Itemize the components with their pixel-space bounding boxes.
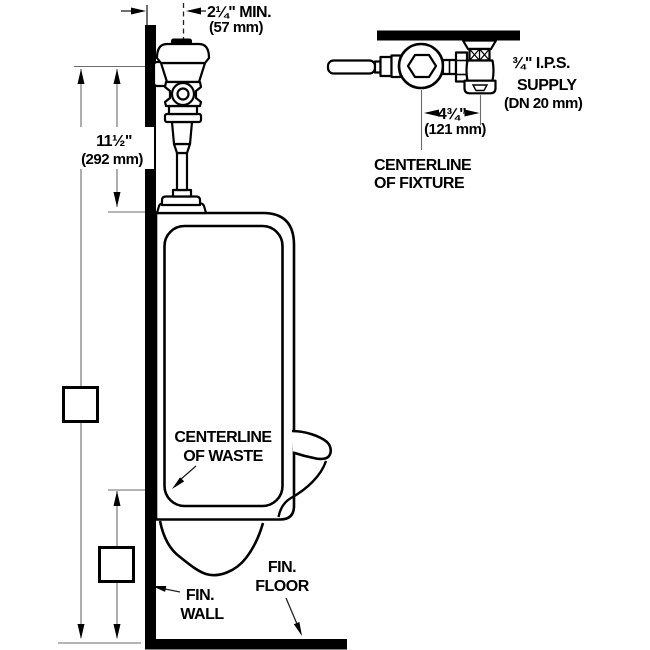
centerline-of-waste-line2: OF WASTE bbox=[183, 448, 263, 465]
fin-wall-line1: FIN. bbox=[186, 587, 214, 604]
urinal-bowl-profile bbox=[277, 460, 328, 518]
urinal-trap bbox=[158, 520, 265, 577]
flush-tube bbox=[175, 151, 189, 192]
outlet-flange bbox=[163, 112, 203, 124]
fin-floor-label: FIN. FLOOR bbox=[255, 559, 310, 636]
centerline-of-fixture-line2: OF FIXTURE bbox=[374, 175, 465, 192]
leader-line-floor bbox=[285, 597, 298, 625]
centerline-of-waste-line1: CENTERLINE bbox=[174, 429, 272, 446]
urinal-inner-rim bbox=[163, 224, 284, 508]
fin-wall-line2: WALL bbox=[180, 606, 224, 623]
urinal-front-lip bbox=[291, 429, 333, 461]
finished-wall bbox=[145, 25, 156, 649]
arrowhead-down-valve-height bbox=[113, 192, 121, 207]
supply-label-line1: ¾" I.P.S. bbox=[512, 55, 570, 72]
leader-arrow-floor bbox=[293, 622, 302, 636]
side-view: 2¼" MIN. (57 mm) 11½" (292 mm) bbox=[58, 3, 347, 650]
arrowhead-left bbox=[424, 109, 439, 117]
tube-taper bbox=[172, 142, 192, 155]
valve-body-taper bbox=[159, 61, 207, 84]
dim-value-box-upper bbox=[62, 386, 99, 423]
fin-floor-line2: FLOOR bbox=[255, 578, 309, 595]
supply-label: ¾" I.P.S. SUPPLY (DN 20 mm) bbox=[504, 55, 583, 112]
plan-wall bbox=[377, 30, 520, 41]
height-dim-metric: (292 mm) bbox=[81, 151, 143, 168]
coupling-nut bbox=[167, 104, 199, 116]
arrowhead-down-waste bbox=[113, 624, 121, 639]
fin-floor-line1: FIN. bbox=[268, 559, 296, 576]
stop-body bbox=[465, 59, 495, 82]
arrowhead-up-valve-height bbox=[113, 69, 121, 84]
label-mask bbox=[76, 127, 154, 169]
dim-value-box-lower bbox=[98, 546, 135, 583]
supply-escutcheon bbox=[461, 39, 498, 51]
arrowhead-up-waste bbox=[113, 491, 121, 506]
flushometer-valve-side bbox=[152, 38, 211, 215]
tube-upper bbox=[170, 120, 194, 146]
handle-coupling bbox=[379, 55, 393, 78]
spud-flange bbox=[160, 195, 202, 207]
fixture-offset-dim-value: 4¾" bbox=[438, 106, 466, 123]
stop-cap-detail bbox=[471, 84, 489, 92]
centerline-of-fixture-label: CENTERLINE OF FIXTURE bbox=[374, 157, 473, 192]
valve-bonnet bbox=[155, 42, 211, 65]
arrowhead-up-outer bbox=[77, 69, 85, 84]
leader-line-waste bbox=[179, 465, 197, 481]
wall-offset-dim-metric: (57 mm) bbox=[209, 19, 264, 36]
handle-grip bbox=[326, 59, 377, 75]
finished-floor bbox=[145, 639, 347, 650]
arrowhead-down-outer bbox=[77, 624, 85, 639]
thread-hatch bbox=[469, 48, 490, 61]
arrowhead-right bbox=[131, 7, 146, 15]
arrowhead-right bbox=[464, 109, 480, 117]
supply-label-line3: (DN 20 mm) bbox=[504, 95, 583, 112]
leader-arrow-wall bbox=[152, 586, 167, 592]
fin-wall-label: FIN. WALL bbox=[152, 586, 225, 623]
valve-cap bbox=[171, 38, 192, 45]
arrowhead-left bbox=[186, 7, 201, 15]
supply-stop-assembly bbox=[441, 39, 498, 95]
height-dim-value: 11½" bbox=[96, 133, 132, 150]
centerline-of-waste-label: CENTERLINE OF WASTE bbox=[172, 429, 273, 489]
leader-arrow-waste bbox=[172, 477, 185, 489]
valve-hex-cap bbox=[406, 53, 438, 79]
urinal bbox=[154, 211, 333, 577]
dim-wall-offset: 2¼" MIN. (57 mm) bbox=[121, 3, 272, 97]
dim-fixture-offset: 4¾" (121 mm) bbox=[420, 90, 487, 150]
plan-view: 4¾" (121 mm) ¾" I.P.S. SUPPLY (DN 20 mm)… bbox=[326, 30, 583, 192]
dim-valve-height-label: 11½" (292 mm) bbox=[76, 127, 154, 169]
centerline-of-fixture-line1: CENTERLINE bbox=[374, 157, 472, 174]
wall-offset-dim-value: 2¼" MIN. bbox=[207, 4, 271, 21]
valve-handle bbox=[326, 54, 402, 79]
fixture-offset-dim-metric: (121 mm) bbox=[424, 121, 486, 138]
supply-label-line2: SUPPLY bbox=[517, 77, 577, 94]
handle-socket-inner bbox=[176, 87, 190, 101]
stop-flange bbox=[454, 51, 469, 83]
leader-line-wall bbox=[164, 588, 181, 593]
